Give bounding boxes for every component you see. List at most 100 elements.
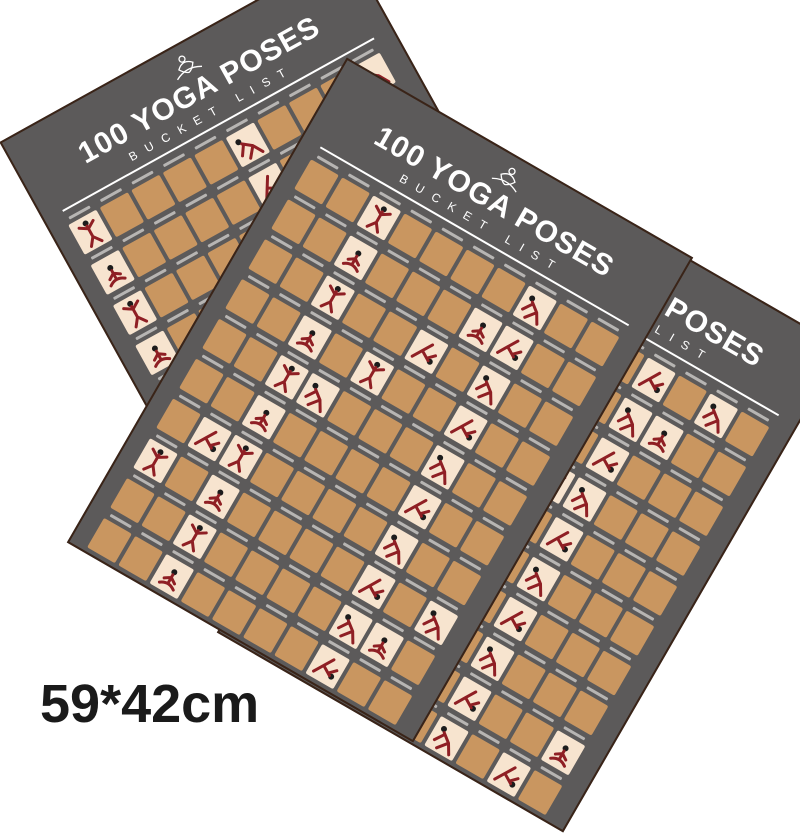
yoga-figure-icon: [249, 409, 270, 433]
pose-tile-revealed: [305, 639, 351, 690]
yoga-figure-icon: [107, 265, 127, 288]
pose-tile-revealed: [562, 472, 607, 523]
yoga-figure-icon: [304, 382, 322, 414]
pose-tile-revealed: [218, 430, 264, 480]
pose-tile-revealed: [351, 560, 397, 610]
pose-tile-revealed: [413, 596, 459, 646]
yoga-figure-icon: [365, 204, 392, 234]
pose-tile-revealed: [539, 512, 584, 563]
yoga-figure-icon: [295, 330, 316, 353]
pose-tile-revealed: [356, 191, 402, 241]
pose-tile-revealed: [68, 205, 113, 255]
pose-tile-revealed: [608, 393, 653, 443]
pose-tile-revealed: [470, 632, 515, 682]
yoga-figure-icon: [496, 339, 523, 361]
size-label: 59*42cm: [40, 674, 260, 734]
poster-header: 100 YOGA POSES BUCKET LIST: [300, 60, 691, 341]
yoga-figure-icon: [367, 637, 388, 660]
pose-tile-revealed: [631, 353, 676, 403]
pose-tile-revealed: [264, 350, 310, 401]
pose-tile-revealed: [333, 231, 379, 281]
yoga-figure-icon: [157, 569, 178, 592]
yoga-figure-icon: [545, 531, 573, 553]
yoga-figure-icon: [422, 610, 440, 641]
pose-tile-revealed: [187, 412, 233, 462]
yoga-figure-icon: [203, 489, 224, 512]
lotus-meditation-icon: [491, 167, 517, 193]
yoga-figure-icon: [227, 443, 254, 473]
yoga-figure-icon: [647, 430, 668, 453]
yoga-figure-icon: [404, 498, 431, 521]
yoga-figure-icon: [142, 447, 169, 477]
pose-tile-revealed: [90, 245, 135, 296]
pose-tile-revealed: [447, 671, 492, 722]
pose-tile-revealed: [404, 324, 449, 375]
pose-tile-revealed: [172, 509, 218, 560]
pose-tile-revealed: [486, 747, 532, 798]
pose-tile-revealed: [424, 711, 469, 762]
yoga-figure-icon: [524, 566, 543, 597]
lotus-meditation-icon: [176, 55, 203, 81]
pose-tile-revealed: [458, 303, 503, 353]
yoga-figure-icon: [616, 407, 635, 438]
yoga-figure-icon: [702, 403, 720, 434]
pose-tile-revealed: [287, 310, 333, 361]
poster-header: 100 YOGA POSES BUCKET LIST: [2, 0, 395, 227]
yoga-figure-icon: [521, 295, 539, 326]
pose-tile-revealed: [374, 520, 420, 570]
yoga-figure-icon: [383, 534, 401, 565]
yoga-figure-icon: [475, 375, 493, 406]
pose-grid: [87, 155, 626, 729]
pose-tile-revealed: [693, 389, 739, 439]
pose-tile-revealed: [443, 400, 489, 451]
pose-tile-revealed: [493, 592, 538, 642]
pose-tile-revealed: [420, 440, 466, 491]
pose-tile-revealed: [639, 411, 685, 461]
pose-tile-revealed: [585, 432, 630, 483]
yoga-figure-icon: [591, 451, 619, 473]
yoga-figure-icon: [478, 646, 497, 677]
pose-tile-revealed: [328, 599, 374, 650]
yoga-figure-icon: [181, 523, 208, 553]
yoga-figure-icon: [341, 250, 362, 273]
yoga-figure-icon: [235, 139, 265, 160]
yoga-figure-icon: [450, 419, 477, 441]
yoga-figure-icon: [151, 345, 172, 368]
yoga-figure-icon: [358, 360, 386, 390]
pose-tile-revealed: [310, 270, 356, 321]
poster-front: 100 YOGA POSES BUCKET LIST: [66, 57, 694, 743]
pose-tile-revealed: [112, 285, 158, 336]
pose-tile-revealed: [225, 118, 271, 168]
yoga-figure-icon: [410, 343, 438, 365]
pose-tile-revealed: [295, 368, 341, 419]
yoga-figure-icon: [549, 745, 569, 768]
pose-tile-revealed: [397, 480, 443, 530]
pose-tile-revealed: [489, 321, 535, 371]
yoga-figure-icon: [319, 284, 346, 314]
pose-tile-revealed: [516, 552, 561, 602]
yoga-figure-icon: [312, 658, 339, 680]
yoga-figure-icon: [637, 371, 665, 394]
yoga-figure-icon: [122, 299, 149, 329]
yoga-figure-icon: [337, 614, 355, 645]
pose-tile-revealed: [359, 617, 405, 668]
yoga-figure-icon: [453, 690, 481, 712]
pose-tile-revealed: [149, 549, 195, 600]
yoga-figure-icon: [499, 610, 527, 633]
pose-tile-revealed: [135, 326, 180, 376]
pose-tile-revealed: [512, 281, 558, 331]
yoga-figure-icon: [358, 578, 385, 600]
yoga-figure-icon: [466, 322, 487, 345]
pose-tile-revealed: [195, 470, 241, 520]
pose-tile-revealed: [133, 434, 178, 484]
pose-tile-revealed: [349, 346, 395, 397]
yoga-figure-icon: [273, 364, 300, 394]
pose-tile-revealed: [540, 725, 586, 776]
yoga-figure-icon: [193, 430, 221, 453]
yoga-figure-icon: [570, 486, 589, 518]
yoga-figure-icon: [432, 726, 451, 757]
yoga-figure-icon: [493, 766, 520, 788]
pose-tile-revealed: [466, 360, 512, 411]
pose-tile-revealed: [241, 390, 287, 440]
yoga-figure-icon: [77, 218, 104, 248]
